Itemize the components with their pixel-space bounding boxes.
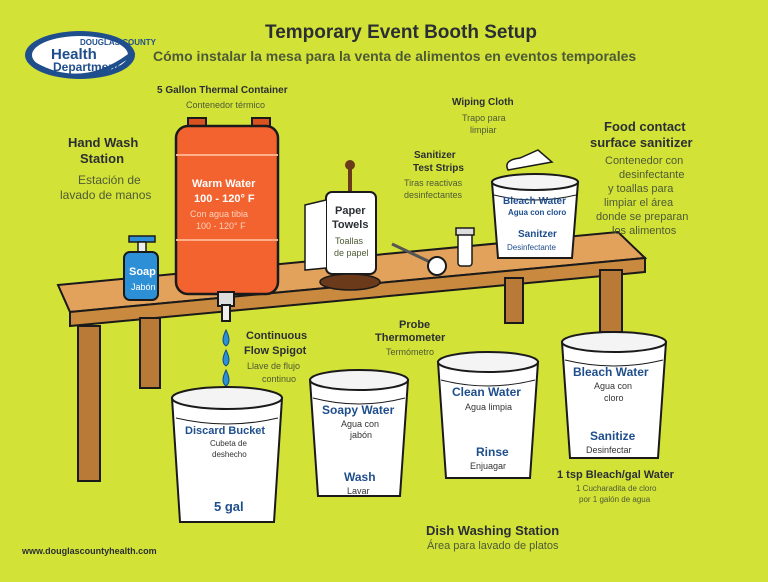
spigot-es-2: continuo	[262, 374, 297, 384]
discard-bucket-sub-1: Cubeta de	[210, 439, 247, 448]
hand-wash-es-2: lavado de manos	[60, 188, 152, 202]
probe-thermometer	[391, 242, 447, 276]
page-title: Temporary Event Booth Setup	[265, 22, 538, 43]
warm-water-temp-es: 100 - 120° F	[196, 221, 246, 231]
page-subtitle: Cómo instalar la mesa para la venta de a…	[153, 48, 637, 64]
wash-bucket-label: Wash	[344, 470, 376, 484]
soap-label-es: Jabón	[131, 282, 156, 292]
table-bucket-title: Bleach Water	[503, 196, 566, 207]
dish-station-title: Dish Washing Station	[426, 523, 560, 538]
table-bucket-label: Sanitzer	[518, 229, 557, 240]
water-drops	[222, 328, 230, 387]
wash-bucket-label-es: Lavar	[347, 486, 370, 496]
food-contact-title-1: Food contact	[604, 119, 686, 134]
table-bucket-label-es: Desinfectante	[507, 243, 556, 252]
food-contact-es-1: Contenedor con	[605, 155, 684, 167]
thermometer-label-2: Thermometer	[375, 332, 446, 344]
test-strips-es-2: desinfectantes	[404, 190, 463, 200]
food-contact-es-2: desinfectante	[619, 169, 685, 181]
paper-towel-roll	[304, 160, 381, 291]
test-strips-es-1: Tiras reactivas	[404, 178, 463, 188]
hand-wash-title-2: Station	[80, 151, 125, 166]
warm-water-label: Warm Water	[192, 178, 256, 190]
food-contact-title-2: surface sanitizer	[590, 135, 693, 150]
paper-towels-label-2: Towels	[332, 219, 369, 231]
test-strips-label-2: Test Strips	[413, 163, 464, 174]
spigot-es-1: Llave de flujo	[247, 361, 301, 371]
thermal-water-container	[174, 117, 280, 322]
food-contact-es-5: donde se preparan	[596, 211, 689, 223]
food-contact-es-3: y toallas para	[608, 183, 674, 195]
thermometer-label-1: Probe	[399, 319, 431, 331]
dish-station-es: Área para lavado de platos	[427, 540, 559, 552]
wiping-cloth-es-1: Trapo para	[462, 113, 506, 123]
hand-wash-title-1: Hand Wash	[68, 135, 139, 150]
food-contact-es-6: los alimentos	[612, 225, 677, 237]
thermal-container-label: 5 Gallon Thermal Container	[157, 85, 288, 96]
wiping-cloth-es-2: limpiar	[470, 125, 497, 135]
discard-bucket	[170, 386, 284, 523]
sanitize-bucket-label: Sanitize	[590, 429, 636, 443]
sanitize-bucket	[560, 331, 668, 459]
sanitize-bucket-sub-1: Agua con	[594, 381, 633, 391]
spigot-label-1: Continuous	[246, 330, 308, 342]
test-strips-label-1: Sanitizer	[414, 150, 456, 161]
rinse-bucket-label-es: Enjuagar	[470, 461, 507, 471]
wash-bucket-title: Soapy Water	[322, 403, 395, 417]
warm-water-temp: 100 - 120° F	[194, 193, 255, 205]
logo-health-text: Health	[51, 46, 97, 63]
rinse-bucket-label: Rinse	[476, 445, 509, 459]
wash-bucket	[308, 369, 410, 497]
rinse-bucket-title: Clean Water	[452, 385, 521, 399]
wash-bucket-sub-2: jabón	[350, 430, 373, 440]
bleach-ratio-es-2: por 1 galón de agua	[579, 495, 651, 504]
discard-bucket-sub-2: deshecho	[212, 450, 247, 459]
thermometer-es: Termómetro	[386, 347, 435, 357]
paper-towels-es-2: de papel	[334, 248, 369, 258]
thermal-container-label-es: Contenedor térmico	[186, 100, 266, 110]
hand-wash-es-1: Estación de	[78, 173, 141, 187]
wiping-cloth-label: Wiping Cloth	[452, 97, 514, 108]
warm-water-label-es: Con agua tibia	[190, 209, 249, 219]
sanitize-bucket-label-es: Desinfectar	[586, 445, 632, 455]
table-bucket-subtitle: Agua con cloro	[508, 208, 567, 217]
logo-county-text: DOUGLAS COUNTY	[80, 38, 156, 47]
rinse-bucket	[436, 351, 540, 479]
footer-website: www.douglascountyhealth.com	[22, 546, 157, 556]
bleach-ratio-es-1: 1 Cucharadita de cloro	[576, 484, 657, 493]
spigot-label-2: Flow Spigot	[244, 345, 307, 357]
table-sanitizer-bucket	[490, 149, 580, 259]
soap-label: Soap	[129, 266, 156, 278]
paper-towels-es-1: Toallas	[335, 236, 364, 246]
food-contact-es-4: limpiar el área	[604, 197, 674, 209]
rinse-bucket-sub: Agua limpia	[465, 402, 513, 412]
discard-bucket-size: 5 gal	[214, 499, 244, 514]
paper-towels-label-1: Paper	[335, 205, 366, 217]
health-department-logo	[25, 31, 136, 79]
bleach-ratio-label: 1 tsp Bleach/gal Water	[557, 469, 674, 481]
wash-bucket-sub-1: Agua con	[341, 419, 380, 429]
soap-pump-bottle	[123, 235, 159, 301]
logo-department-text: Department	[53, 60, 120, 74]
sanitize-bucket-sub-2: cloro	[604, 393, 624, 403]
discard-bucket-title: Discard Bucket	[185, 425, 266, 437]
test-strip-vial	[455, 227, 475, 267]
sanitize-bucket-title: Bleach Water	[573, 365, 649, 379]
